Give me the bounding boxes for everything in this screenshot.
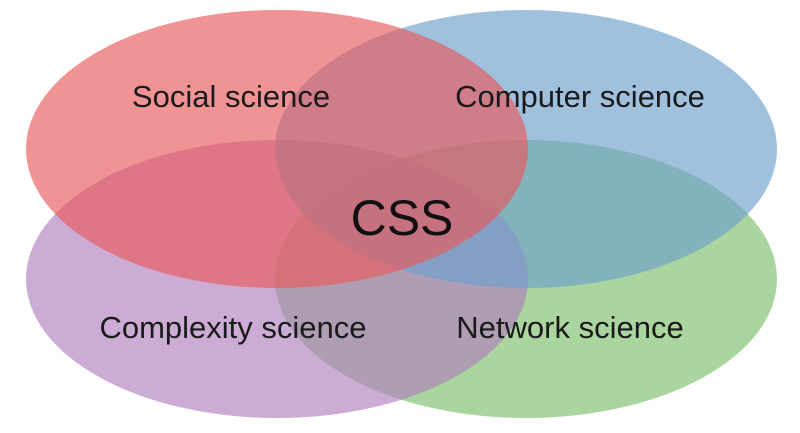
center-label: CSS — [351, 190, 454, 246]
social-science-label: Social science — [132, 79, 330, 114]
social-science-ellipse — [26, 10, 528, 288]
network-science-label: Network science — [456, 310, 683, 345]
computer-science-label: Computer science — [455, 79, 705, 114]
complexity-science-label: Complexity science — [99, 310, 366, 345]
